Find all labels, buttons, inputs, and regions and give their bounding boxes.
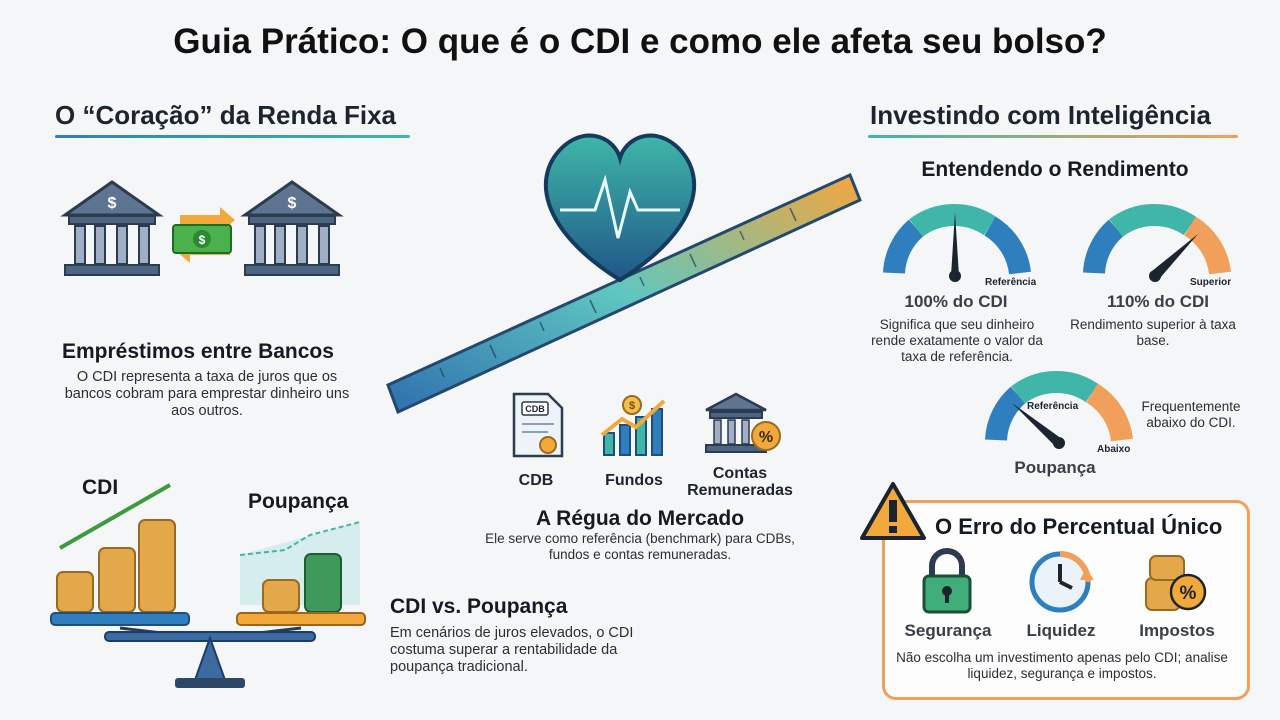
svg-text:%: % xyxy=(759,429,773,446)
warning-icon xyxy=(860,482,926,540)
ruler-heart-illustration xyxy=(386,133,862,415)
warning-text: Não escolha um investimento apenas pelo … xyxy=(896,650,1228,681)
warning-item-seguranca: Segurança xyxy=(904,621,992,640)
gauge1-text: Significa que seu dinheiro rende exatame… xyxy=(871,317,1043,364)
page-title: Guia Prático: O que é o CDI e como ele a… xyxy=(173,22,1107,61)
lock-icon xyxy=(922,548,972,614)
poupanca-label: Poupança xyxy=(248,490,349,513)
bank-icon: $ xyxy=(240,180,344,276)
gauge2-tag: Superior xyxy=(1190,277,1232,288)
cdi-label: CDI xyxy=(82,476,119,499)
gauge2-text: Rendimento superior à taxa base. xyxy=(1070,317,1236,348)
gauge3-tag-ref: Referência xyxy=(1027,401,1079,412)
warning-title: O Erro do Percentual Único xyxy=(935,514,1223,539)
cdi-trend-line xyxy=(59,483,171,550)
poupanca-trend-line xyxy=(239,521,361,556)
loans-text: O CDI representa a taxa de juros que os … xyxy=(64,369,350,419)
market-ruler-icon xyxy=(386,172,862,415)
heart-pulse-icon xyxy=(543,133,697,283)
cdb-icon: CDB xyxy=(512,392,564,458)
product-label-contas: Contas Remuneradas xyxy=(687,465,793,499)
balance-scale-icon xyxy=(50,612,366,688)
money-exchange-icon: $ xyxy=(172,207,235,263)
ruler-title: A Régua do Mercado xyxy=(535,507,745,530)
funds-chart-icon: $ xyxy=(600,395,666,456)
gauge3-tag-low: Abaixo xyxy=(1097,444,1131,455)
gauge3-text: Frequentemente abaixo do CDI. xyxy=(1141,399,1241,430)
gauge1-tag: Referência xyxy=(985,277,1037,288)
warning-item-impostos: Impostos xyxy=(1139,621,1215,640)
gauge2-value: 110% do CDI xyxy=(1106,292,1210,311)
gauge-110-icon xyxy=(1083,203,1231,282)
gauge1-value: 100% do CDI xyxy=(904,292,1008,311)
gauge-100-icon xyxy=(883,203,1031,282)
right-section-underline xyxy=(868,135,1238,138)
gauge-poupanca-icon xyxy=(985,370,1133,449)
compare-title: CDI vs. Poupança xyxy=(390,595,568,618)
gauge3-value: Poupança xyxy=(1014,458,1096,477)
svg-text:%: % xyxy=(1180,583,1197,604)
left-section-title: O “Coração” da Renda Fixa xyxy=(55,100,396,130)
bank-percent-icon: % xyxy=(705,392,781,453)
yield-subtitle: Entendendo o Rendimento xyxy=(921,158,1189,181)
svg-text:$: $ xyxy=(108,195,117,212)
ruler-text: Ele serve como referência (benchmark) pa… xyxy=(485,531,795,562)
svg-text:$: $ xyxy=(199,233,206,247)
left-section-underline xyxy=(55,135,410,138)
warning-item-liquidez: Liquidez xyxy=(1026,621,1096,640)
cdi-vs-poupanca-scale xyxy=(50,483,366,688)
banks-illustration: $ $ $ xyxy=(60,180,344,276)
bank-icon: $ xyxy=(60,180,164,276)
right-section-title: Investindo com Inteligência xyxy=(870,100,1211,130)
coin-stacks-icon xyxy=(262,553,342,613)
loans-title: Empréstimos entre Bancos xyxy=(62,340,334,363)
svg-text:$: $ xyxy=(288,195,297,212)
svg-text:CDB: CDB xyxy=(525,404,545,414)
product-label-fundos: Fundos xyxy=(605,472,663,489)
clock-icon xyxy=(1029,551,1094,613)
coin-stacks-icon xyxy=(56,519,176,613)
compare-text: Em cenários de juros elevados, o CDI cos… xyxy=(390,625,634,675)
coins-percent-icon: % xyxy=(1145,555,1207,611)
product-label-cdb: CDB xyxy=(518,472,554,489)
svg-text:$: $ xyxy=(629,400,635,412)
